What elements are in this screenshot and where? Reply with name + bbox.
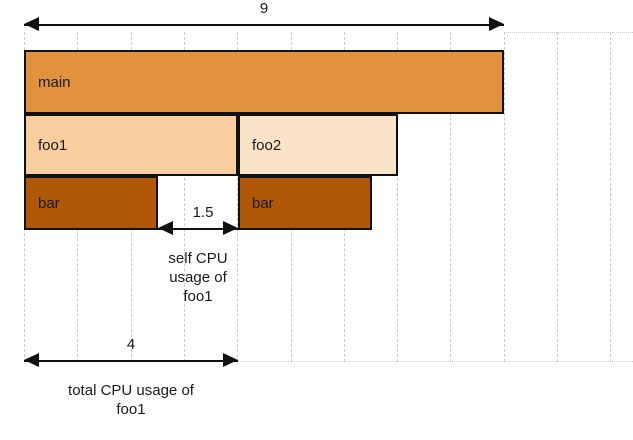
frame-bar-1[interactable]: bar <box>24 176 158 230</box>
frame-bar-2[interactable]: bar <box>238 176 372 230</box>
measure-shaft <box>158 228 238 230</box>
frame-foo1[interactable]: foo1 <box>24 114 238 176</box>
gridline <box>557 32 558 362</box>
gridline <box>504 32 505 362</box>
gridline <box>397 32 398 362</box>
frame-label-bar-1: bar <box>38 194 60 212</box>
measure-shaft <box>24 360 238 362</box>
frame-label-foo2: foo2 <box>252 136 282 154</box>
frame-main[interactable]: main <box>24 50 504 114</box>
gridline <box>610 32 611 362</box>
frame-label-foo1: foo1 <box>38 136 68 154</box>
gridline-horizontal <box>238 361 633 362</box>
arrowhead-left-icon <box>24 17 39 31</box>
gridline <box>237 32 238 362</box>
arrowhead-left-icon <box>24 353 39 367</box>
arrowhead-left-icon <box>158 221 173 235</box>
arrowhead-right-icon <box>223 353 238 367</box>
frame-label-bar-2: bar <box>252 194 274 212</box>
gridline-horizontal <box>504 32 633 33</box>
measure-value-self-cpu-foo1: 1.5 <box>192 204 214 221</box>
frame-label-main: main <box>38 73 71 91</box>
measure-value-total-cpu-foo1: 4 <box>126 336 136 353</box>
measure-shaft <box>24 24 504 26</box>
gridline <box>184 32 185 362</box>
arrowhead-right-icon <box>223 221 238 235</box>
frame-foo2[interactable]: foo2 <box>238 114 398 176</box>
measure-value-total-width: 9 <box>259 0 269 17</box>
arrowhead-right-icon <box>489 17 504 31</box>
gridline <box>450 32 451 362</box>
